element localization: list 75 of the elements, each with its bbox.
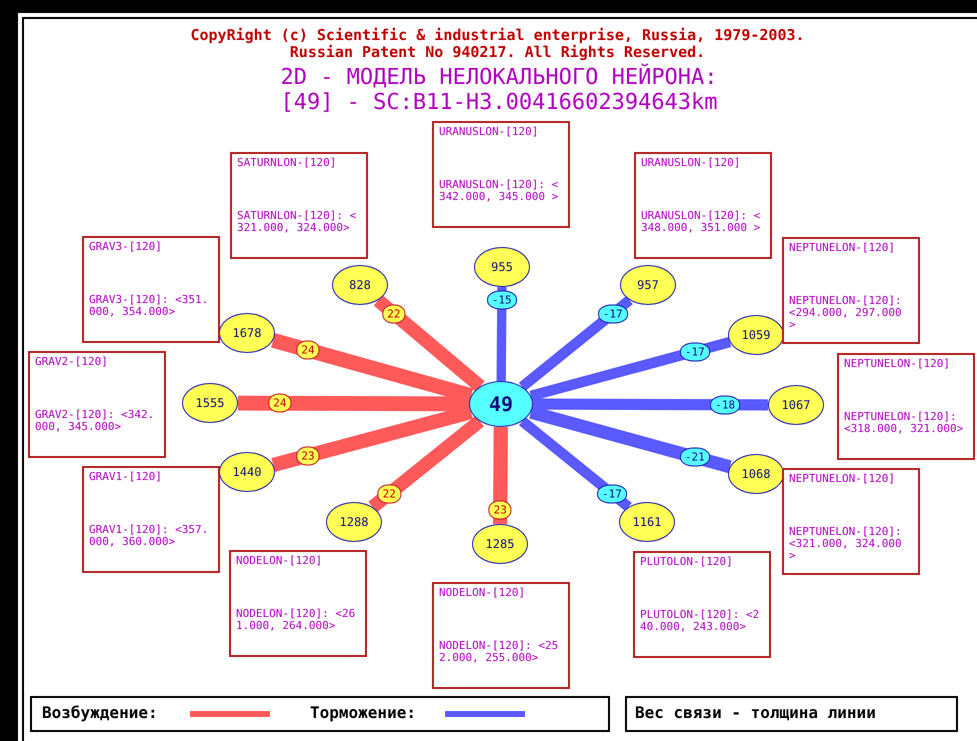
info-heading: NODELON-[120] xyxy=(236,555,324,567)
connection-line xyxy=(374,295,485,392)
info-value: PLUTOLON-[120]: <240.000, 243.000> xyxy=(640,609,760,633)
info-value: NEPTUNELON-[120]: <321.000, 324.000 > xyxy=(789,526,903,562)
edge-label: -17 xyxy=(598,304,628,324)
connection-line xyxy=(530,337,732,401)
neuron-ellipse: 1285 xyxy=(472,524,528,564)
neuron-ellipse: 1555 xyxy=(182,383,238,423)
info-heading: GRAV2-[120] xyxy=(35,356,109,368)
info-heading: URANUSLON-[120] xyxy=(641,157,742,169)
neuron-ellipse: 1068 xyxy=(728,454,784,494)
neuron-ellipse: 1440 xyxy=(219,452,275,492)
edge-label: 23 xyxy=(296,446,320,466)
connection-line xyxy=(518,417,632,512)
info-value: NEPTUNELON-[120]: <318.000, 321.000> xyxy=(844,411,964,435)
edge-label: 23 xyxy=(488,500,512,520)
info-heading: URANUSLON-[120] xyxy=(439,126,540,138)
info-box xyxy=(432,582,570,689)
connection-line xyxy=(496,286,507,382)
info-value: GRAV2-[120]: <342.000, 345.000> xyxy=(35,409,156,433)
copyright-text: CopyRight (c) Scientific & industrial enterprise, Russia, 1979-2003. xyxy=(190,27,805,43)
info-box xyxy=(837,353,975,460)
info-heading: NEPTUNELON-[120] xyxy=(844,358,951,370)
neuron-ellipse: 828 xyxy=(332,265,388,305)
connection-line xyxy=(532,398,768,410)
edge-label: -15 xyxy=(486,290,517,310)
edge-label: 24 xyxy=(268,394,292,413)
edge-label: -18 xyxy=(710,395,740,414)
info-heading: NODELON-[120] xyxy=(439,587,526,599)
copyright-text: Russian Patent No 940217. All Rights Reserved. xyxy=(290,44,706,60)
edge-label: -17 xyxy=(680,342,710,362)
info-box xyxy=(782,237,920,344)
info-box xyxy=(782,468,920,575)
connection-line xyxy=(518,296,633,391)
connection-line xyxy=(368,416,484,512)
info-value: URANUSLON-[120]: <348.000, 351.000 > xyxy=(641,210,762,234)
info-heading: SATURNLON-[120] xyxy=(237,157,338,169)
edge-label: -17 xyxy=(597,484,627,504)
edge-label: 22 xyxy=(382,304,406,324)
info-box xyxy=(633,551,771,658)
info-value: NODELON-[120]: <261.000, 264.000> xyxy=(236,608,356,632)
info-box xyxy=(432,121,570,228)
info-box xyxy=(82,466,220,573)
info-value: NEPTUNELON-[120]: <294.000, 297.000 > xyxy=(789,295,903,331)
edge-label: -21 xyxy=(680,448,710,467)
note-text: Вес связи - толщина линии xyxy=(635,705,876,721)
info-heading: GRAV1-[120] xyxy=(89,471,163,483)
diagram-title: 2D - МОДЕЛЬ НЕЛОКАЛЬНОГО НЕЙРОНА: [49] - SC:B11-H3.00416602394643km xyxy=(279,65,719,115)
neuron-ellipse: 955 xyxy=(474,247,530,287)
info-box xyxy=(28,351,166,458)
info-heading: NEPTUNELON-[120] xyxy=(789,473,896,485)
neuron-ellipse: 1678 xyxy=(219,313,275,353)
neuron-ellipse: 1067 xyxy=(768,385,824,425)
info-value: NODELON-[120]: <252.000, 255.000> xyxy=(439,640,560,664)
neuron-ellipse: 1288 xyxy=(326,502,382,542)
info-value: GRAV3-[120]: <351.000, 354.000> xyxy=(89,294,210,318)
info-heading: NEPTUNELON-[120] xyxy=(789,242,896,254)
info-box xyxy=(634,152,772,259)
info-value: GRAV1-[120]: <357.000, 360.000> xyxy=(89,524,210,548)
neuron-ellipse: 957 xyxy=(620,265,676,305)
info-heading: GRAV3-[120] xyxy=(89,241,163,253)
neuron-ellipse: 1059 xyxy=(728,315,784,355)
info-box xyxy=(229,550,367,657)
neuron-ellipse: 1161 xyxy=(619,502,675,542)
legend-label: Торможение: xyxy=(310,705,416,721)
connection-line xyxy=(238,396,470,412)
info-value: URANUSLON-[120]: <342.000, 345.000 > xyxy=(439,179,560,203)
info-heading: PLUTOLON-[120] xyxy=(640,556,734,568)
info-box xyxy=(82,236,220,343)
connection-line xyxy=(492,426,508,524)
legend-label: Возбуждение: xyxy=(42,705,158,721)
info-box xyxy=(230,152,368,259)
info-value: SATURNLON-[120]: <321.000, 324.000> xyxy=(237,210,358,234)
edge-label: 22 xyxy=(378,484,401,504)
edge-label: 24 xyxy=(296,340,320,360)
